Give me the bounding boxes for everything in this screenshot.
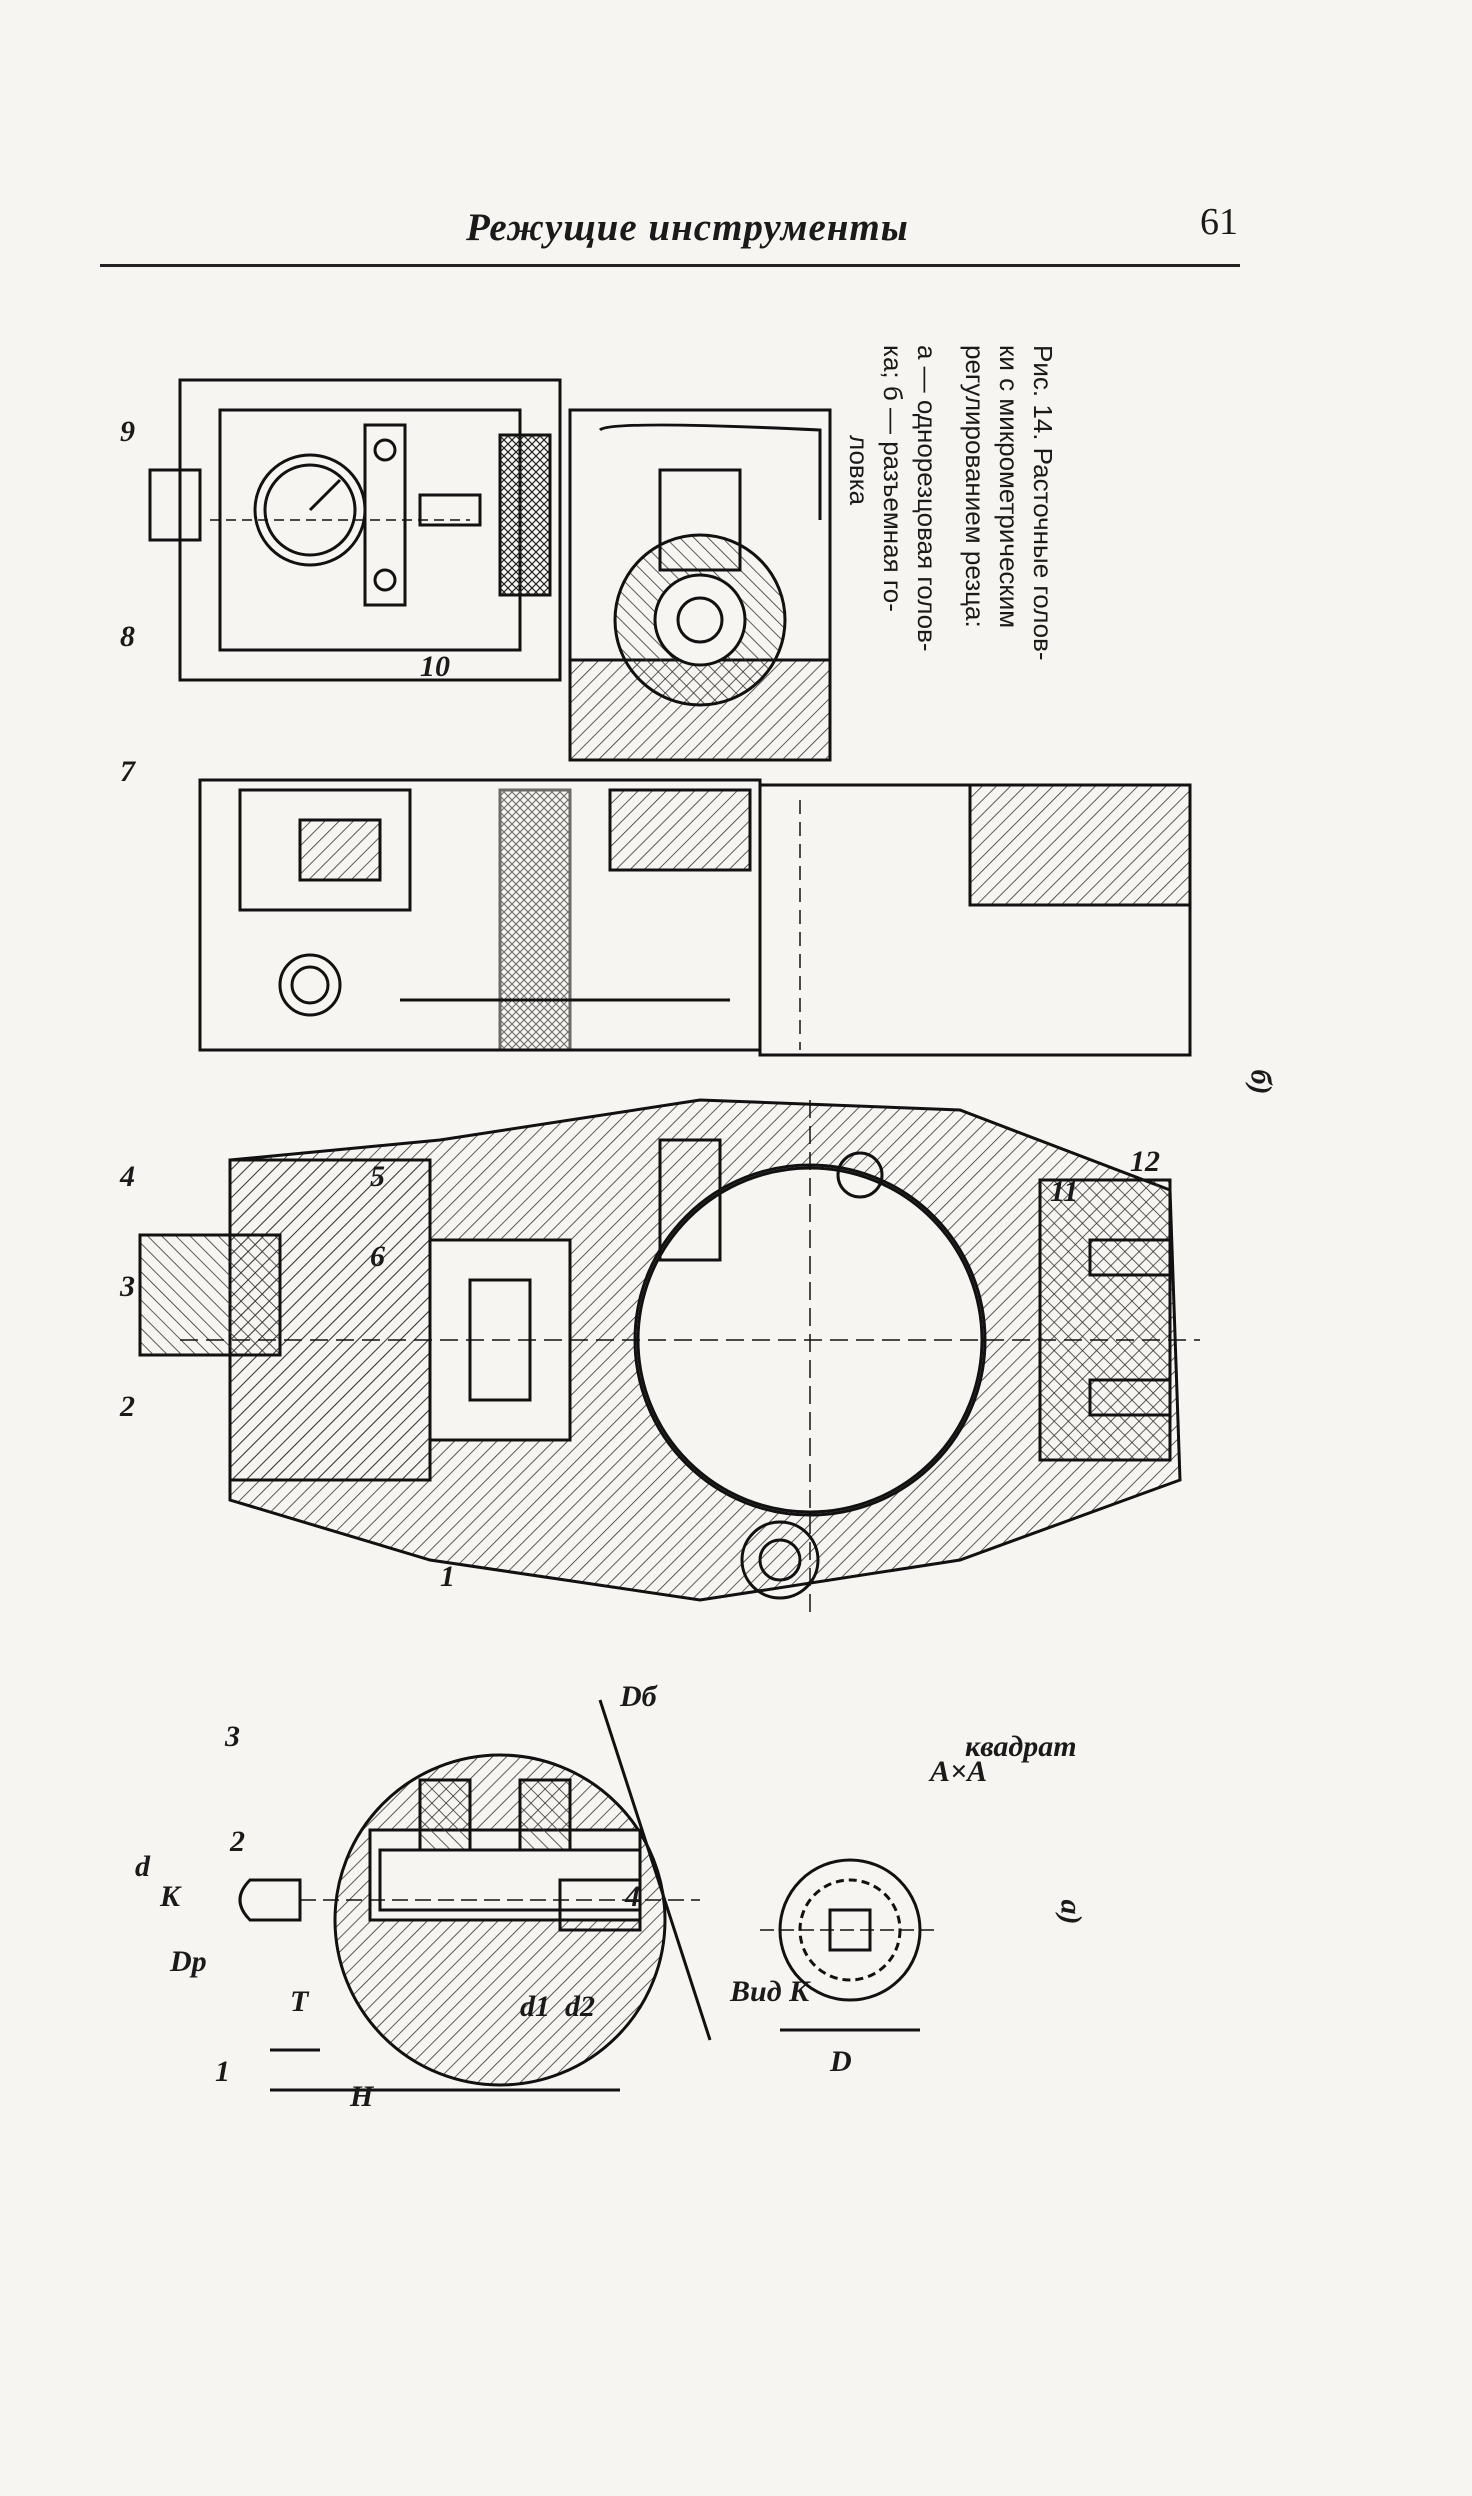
callout-10: 10 bbox=[420, 650, 450, 683]
callout-12: 12 bbox=[1130, 1145, 1160, 1178]
callout-a-2: 2 bbox=[230, 1825, 245, 1858]
callout-2: 2 bbox=[120, 1390, 135, 1423]
callout-3: 3 bbox=[120, 1270, 135, 1303]
dim-label-Dp: Dp bbox=[170, 1945, 207, 1978]
caption-line-1: Рис. 14. Расточные голов- bbox=[1028, 345, 1058, 661]
page-number: 61 bbox=[1200, 201, 1238, 243]
dim-label-d1: d1 bbox=[520, 1990, 550, 2023]
caption-line-6: ловка bbox=[844, 435, 874, 506]
figure-b-main-section bbox=[138, 1098, 1200, 1620]
dim-label-D: D bbox=[830, 2045, 852, 2078]
dim-label-T: T bbox=[290, 1985, 309, 2018]
figure-a-section bbox=[238, 1699, 940, 2092]
figure-b-side-view bbox=[198, 778, 1192, 1057]
caption-line-5: ка; б — разъемная го- bbox=[878, 345, 908, 612]
callout-1: 1 bbox=[440, 1560, 455, 1593]
dim-label-d2: d2 bbox=[565, 1990, 595, 2023]
callout-6: 6 bbox=[370, 1240, 385, 1273]
header-rule bbox=[100, 264, 1240, 267]
caption-line-3: регулированием резца: bbox=[960, 345, 990, 628]
panel-label-b: б) bbox=[1244, 1069, 1278, 1095]
callout-7: 7 bbox=[120, 755, 135, 788]
dim-label-d: d bbox=[135, 1850, 150, 1883]
figure-caption: Рис. 14. Расточные голов- ки с микрометр… bbox=[842, 345, 1060, 661]
callout-a-1: 1 bbox=[215, 2055, 230, 2088]
callout-a-3: 3 bbox=[225, 1720, 240, 1753]
callout-4: 4 bbox=[120, 1160, 135, 1193]
dim-label-Db: Dб bbox=[620, 1680, 657, 1713]
figure-b-top-view bbox=[148, 378, 832, 762]
dim-label-K: K bbox=[160, 1880, 181, 1913]
dim-label-H: H bbox=[350, 2080, 374, 2113]
view-K-label: Вид K bbox=[730, 1975, 810, 2008]
kvadrat-label: квадрат bbox=[965, 1730, 1077, 1763]
running-header-title: Режущие инструменты bbox=[466, 206, 909, 249]
callout-9: 9 bbox=[120, 415, 135, 448]
callout-5: 5 bbox=[370, 1160, 385, 1193]
callout-8: 8 bbox=[120, 620, 135, 653]
callout-a-4: 4 bbox=[625, 1880, 640, 1913]
callout-11: 11 bbox=[1050, 1175, 1079, 1208]
panel-label-a: а) bbox=[1054, 1899, 1088, 1925]
axa-label: A×A bbox=[930, 1755, 988, 1788]
caption-line-2: ки с микрометрическим bbox=[994, 345, 1024, 629]
caption-line-4: а — однорезцовая голов- bbox=[912, 345, 942, 652]
